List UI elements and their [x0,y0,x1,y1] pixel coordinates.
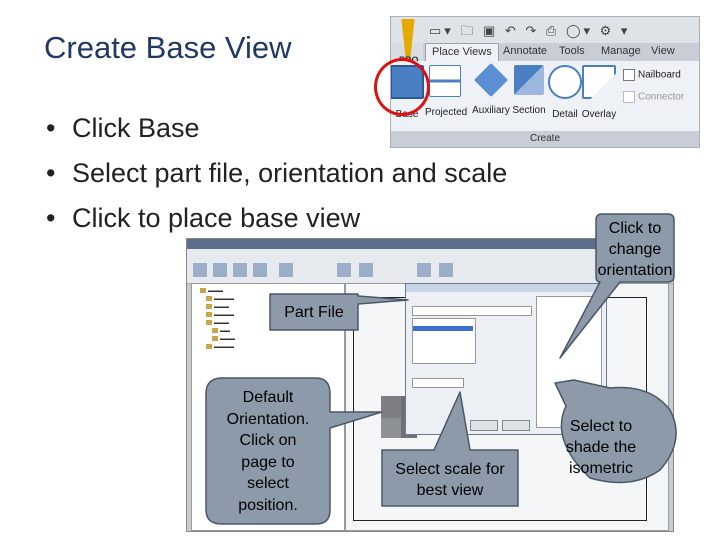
section-button[interactable]: Section [509,65,549,116]
scale-field[interactable] [412,378,464,388]
ribbon-tool-icon [233,263,247,277]
callout-orientation [205,377,383,525]
callout-line: isometric [568,460,633,477]
part-file-field[interactable] [412,306,532,316]
base-view-preview [381,418,401,438]
bullet-text: Select part file, orientation and scale [72,158,508,188]
bullet-list: •Click Base •Select part file, orientati… [46,106,507,241]
callout-orientation-text: Default Orientation. Click on page to se… [206,387,330,516]
inventor-logo-icon [401,19,415,59]
callout-line: Default [242,389,294,406]
overlay-label: Overlay [581,109,617,120]
section-view-icon [514,65,544,95]
create-panel-label: Create [391,131,699,147]
browser-node[interactable]: ▬▬▬▬ [206,312,234,318]
base-button-highlight [374,58,430,116]
dialog-titlebar [406,284,606,292]
quick-access-toolbar: ▭▾ 🗀 ▣ ↶ ↷ ⎙ ◯▾ ⚙ ▾ [391,17,699,43]
create-panel: Base Projected Auxiliary Section Detail … [391,61,699,131]
orientation-selected[interactable] [413,326,473,331]
callout-line: Orientation. [226,410,310,428]
quick-access-icons: ▭▾ 🗀 ▣ ↶ ↷ ⎙ ◯▾ ⚙ ▾ [429,23,631,38]
bullet-item: •Click to place base view [46,203,361,233]
slide-title: Create Base View [44,30,292,65]
ribbon-tool-icon [337,263,351,277]
bullet-text: Click Base [72,113,200,143]
callout-change-orientation-text: Click to change orientation [596,218,674,281]
ribbon-tool-icon [417,263,431,277]
ribbon-tool-icon [359,263,373,277]
orientation-list[interactable] [412,318,476,364]
callout-part-file-text: Part File [284,304,344,321]
connector-button[interactable]: Connector [623,91,684,103]
projected-button[interactable]: Projected [425,65,468,118]
callout-line: change [608,241,662,258]
callout-part-file [269,293,409,331]
callout-line: Select scale for [395,461,505,478]
bullet-text: Click to place base view [72,203,361,233]
tab-tools[interactable]: Tools [559,45,585,57]
callout-line: position. [238,496,298,514]
callout-line: select [247,475,289,492]
ribbon-screenshot: ▭▾ 🗀 ▣ ↶ ↷ ⎙ ◯▾ ⚙ ▾ PRO Place Views Anno… [390,16,700,148]
projected-view-icon [429,65,461,97]
ribbon-tool-icon [193,263,207,277]
cancel-button[interactable] [502,420,530,431]
app-titlebar [187,239,673,249]
ribbon-tool-icon [253,263,267,277]
bullet-item: •Click Base [46,113,200,143]
section-label: Section [512,105,546,116]
ribbon-tool-icon [279,263,293,277]
browser-node[interactable]: ▬▬▬ [206,320,229,326]
overlay-button[interactable]: Overlay [579,65,619,120]
ribbon-tabs: Place Views Annotate Tools Manage View [423,43,699,64]
projected-label: Projected [425,107,468,118]
callout-line: page to [241,453,295,471]
tab-annotate[interactable]: Annotate [503,45,548,57]
tab-manage[interactable]: Manage [601,45,641,57]
ribbon-tool-icon [213,263,227,277]
connector-label: Connector [638,91,685,103]
browser-node[interactable]: ▬▬▬▬ [206,344,234,350]
nailboard-icon [623,69,635,81]
detail-label: Detail [552,109,578,120]
auxiliary-label: Auxiliary [472,105,510,116]
detail-view-icon [548,65,582,99]
callout-line: Click to [608,220,662,237]
callout-scale-text: Select scale for best view [382,459,518,501]
browser-node[interactable]: ▬▬▬ [200,288,223,294]
tab-view[interactable]: View [651,45,675,57]
app-ribbon [187,249,673,284]
connector-icon [623,91,635,103]
callout-line: best view [416,482,484,499]
callout-line: Select to [569,418,633,435]
ok-button[interactable] [470,420,498,431]
ribbon-tool-icon [439,263,453,277]
tab-place-views[interactable]: Place Views [425,43,499,64]
browser-node[interactable]: ▬▬▬▬ [206,296,234,302]
bullet-item: •Select part file, orientation and scale [46,158,508,188]
nailboard-label: Nailboard [638,69,681,81]
callout-shade-text: Select to shade the isometric [556,416,646,479]
callout-line: Click on [239,432,297,449]
browser-node[interactable]: ▬▬ [212,328,230,334]
callout-shade [554,379,677,484]
callout-line: shade the [565,439,637,456]
auxiliary-button[interactable]: Auxiliary [471,63,511,116]
callout-change-orientation [559,213,675,359]
browser-node[interactable]: ▬▬▬ [206,304,229,310]
callout-line: orientation [597,262,673,279]
callout-scale [381,391,519,507]
browser-node[interactable]: ▬▬▬ [212,336,235,342]
nailboard-button[interactable]: Nailboard [623,69,681,81]
detail-button[interactable]: Detail [545,65,585,120]
